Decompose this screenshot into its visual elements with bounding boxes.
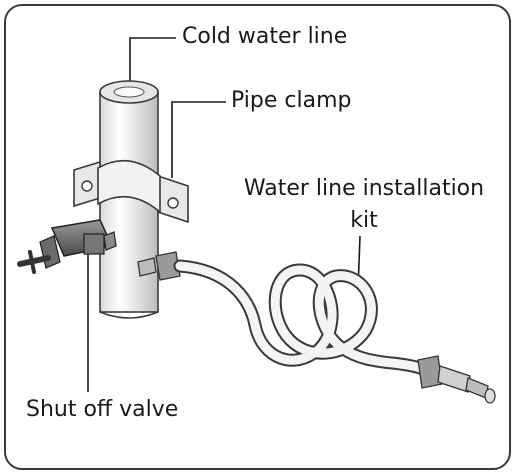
end-fitting [417, 355, 496, 404]
leader-pipe-clamp [171, 101, 226, 178]
diagram-frame [4, 4, 511, 470]
label-kit-line1: Water line installation [243, 176, 485, 201]
cold-water-pipe [99, 80, 159, 319]
compression-fitting [137, 251, 181, 281]
water-line-tubing [173, 259, 427, 375]
label-kit-line2: kit [350, 208, 378, 233]
label-cold-water-line: Cold water line [182, 24, 348, 49]
pipe-clamp [73, 159, 189, 224]
label-water-line-installation-kit: Water line installation kit [218, 173, 510, 237]
leader-cold-water-line [129, 37, 176, 90]
label-pipe-clamp: Pipe clamp [231, 88, 352, 113]
label-shut-off-valve: Shut off valve [26, 397, 179, 422]
shut-off-valve [17, 219, 117, 274]
